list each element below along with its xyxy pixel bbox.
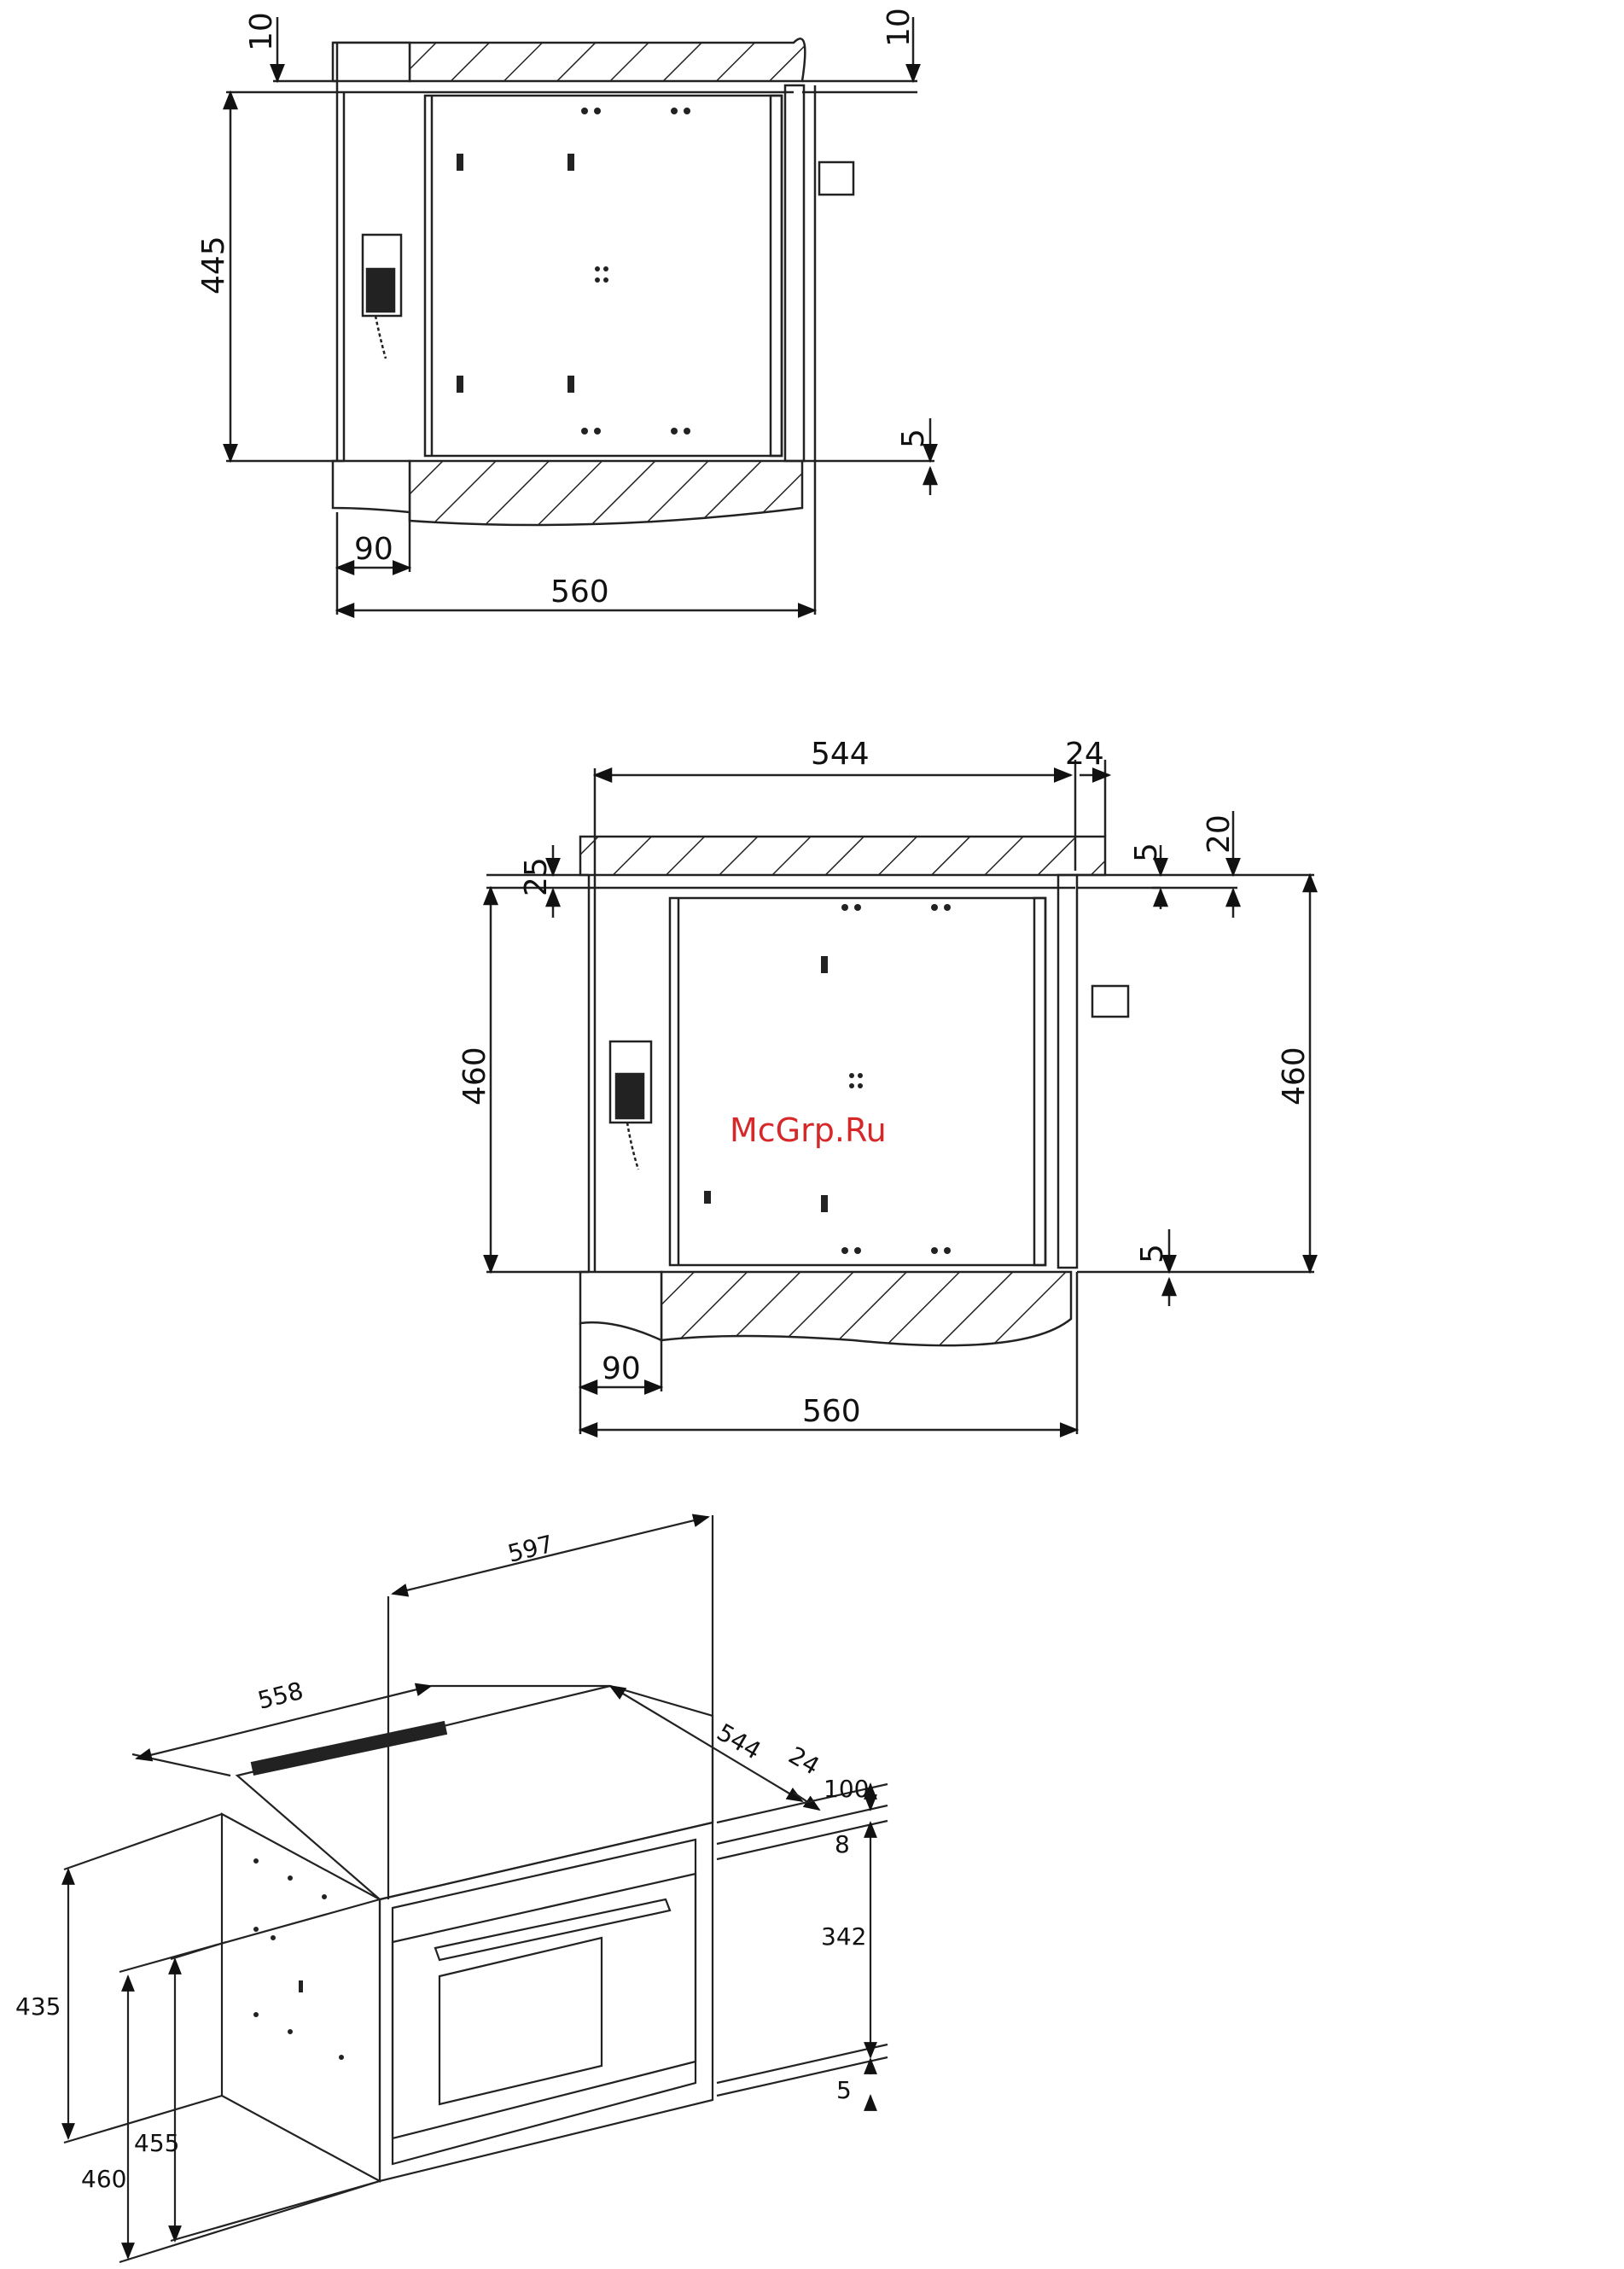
dim-panel-3: 8 xyxy=(835,1830,850,1858)
dim-height-1: 445 xyxy=(196,236,231,295)
watermark: McGrp.Ru xyxy=(730,1111,887,1149)
dim-top-right-gap-1: 10 xyxy=(882,8,917,47)
oven-door-iso xyxy=(393,1874,696,2138)
dim-top-width-2: 544 xyxy=(811,737,870,772)
dim-bottom-gap-3: 5 xyxy=(836,2076,852,2104)
section-view-1 xyxy=(226,17,934,615)
lower-slab-1 xyxy=(410,461,802,525)
dim-door-3: 342 xyxy=(821,1922,866,1951)
dim-left-depth-2: 90 xyxy=(602,1351,641,1386)
oven-body-2 xyxy=(670,898,1045,1265)
dim-body-depth-3: 544 xyxy=(713,1718,766,1764)
dim-left-depth-1: 90 xyxy=(354,532,393,567)
dim-top-gap-1: 10 xyxy=(244,12,279,51)
dim-opening-height-3: 455 xyxy=(134,2129,179,2157)
dim-bottom-right-gap-1: 5 xyxy=(896,429,931,448)
lower-slab-2 xyxy=(661,1272,1071,1345)
dim-width-1: 560 xyxy=(550,575,609,610)
oven-handle-1 xyxy=(819,162,853,195)
oven-body-1 xyxy=(425,96,782,456)
dim-body-height-3: 435 xyxy=(15,1992,61,2021)
dim-right-height-2: 460 xyxy=(1277,1047,1312,1105)
dim-left-height-2: 460 xyxy=(457,1047,492,1105)
dim-right-small-2: 5 xyxy=(1129,843,1164,862)
dim-niche-height-3: 460 xyxy=(81,2165,126,2193)
oven-handle-iso xyxy=(435,1899,670,1960)
oven-window xyxy=(439,1938,602,2104)
oven-side xyxy=(222,1814,380,2181)
dim-left-top-2: 25 xyxy=(519,857,554,896)
dim-depth-3: 558 xyxy=(255,1677,306,1715)
dim-top-right-2: 24 xyxy=(1065,737,1104,772)
section-view-2 xyxy=(486,760,1314,1434)
dim-width-2: 560 xyxy=(802,1394,861,1429)
dim-front-3: 24 xyxy=(784,1741,824,1780)
dim-right-top-2: 20 xyxy=(1202,814,1237,854)
upper-slab-2 xyxy=(580,837,1105,875)
isometric-view xyxy=(64,1515,888,2262)
oven-door-1 xyxy=(785,85,804,461)
dim-top-gap-3: 100 xyxy=(824,1775,869,1803)
oven-front xyxy=(380,1823,713,2181)
dim-width-3: 597 xyxy=(505,1530,556,1568)
oven-top xyxy=(237,1686,713,1899)
oven-handle-2 xyxy=(1092,986,1128,1017)
dim-bottom-right-2: 5 xyxy=(1135,1244,1170,1263)
oven-door-2 xyxy=(1058,875,1077,1268)
